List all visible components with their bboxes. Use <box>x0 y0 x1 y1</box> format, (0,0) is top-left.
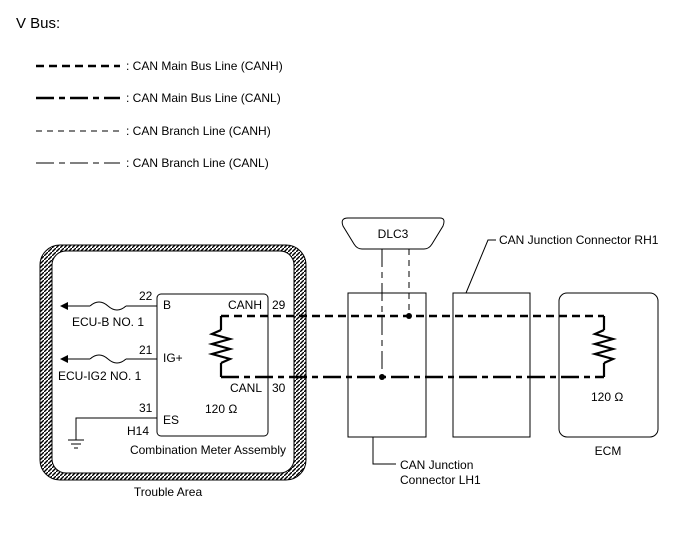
fuse-icon <box>89 354 127 364</box>
pin-21-number: 21 <box>139 343 153 357</box>
ecm-resistor-icon <box>590 316 618 377</box>
connector-h14-label: H14 <box>127 424 149 438</box>
ecm-resistor-value: 120 Ω <box>591 390 623 404</box>
pin-30-number: 30 <box>272 381 286 395</box>
meter-resistor-value: 120 Ω <box>205 402 237 416</box>
ecm-label: ECM <box>595 444 622 458</box>
junction-lh1-label-line1: CAN Junction <box>400 458 473 472</box>
pin-canl-label: CANL <box>230 381 262 395</box>
pin-22-number: 22 <box>139 289 153 303</box>
ecm-box <box>558 292 659 438</box>
ecu-b-fuse-line <box>60 301 157 311</box>
junction-dot <box>406 313 412 319</box>
ground-icon <box>68 417 157 449</box>
ecu-ig2-fuse-line <box>60 354 157 364</box>
rh1-callout-line <box>465 239 496 294</box>
meter-resistor-icon <box>207 316 235 377</box>
legend-label-branch-canh: : CAN Branch Line (CANH) <box>126 124 271 138</box>
fuse-ecu-ig2-label: ECU-IG2 NO. 1 <box>58 369 142 383</box>
legend: : CAN Main Bus Line (CANH) : CAN Main Bu… <box>36 59 283 170</box>
lh1-callout-line <box>372 437 396 465</box>
arrow-left-icon <box>60 355 68 363</box>
trouble-area-label: Trouble Area <box>134 485 203 499</box>
combination-meter-box <box>156 293 269 437</box>
pin-canh-label: CANH <box>228 298 262 312</box>
fuse-ecu-b-label: ECU-B NO. 1 <box>72 315 144 329</box>
pin-es-label: ES <box>163 413 179 427</box>
dlc3-connector <box>341 217 445 250</box>
pin-b-label: B <box>163 298 171 312</box>
legend-label-main-canl: : CAN Main Bus Line (CANL) <box>126 91 281 105</box>
arrow-left-icon <box>60 302 68 310</box>
fuse-icon <box>89 301 127 311</box>
pin-29-number: 29 <box>272 298 286 312</box>
diagram-title: V Bus: <box>16 15 60 32</box>
junction-connector-rh1-box <box>452 292 531 438</box>
junction-dot <box>379 374 385 380</box>
legend-label-branch-canl: : CAN Branch Line (CANL) <box>126 156 269 170</box>
pin-31-number: 31 <box>139 401 153 415</box>
pin-ig-label: IG+ <box>163 351 183 365</box>
junction-rh1-label: CAN Junction Connector RH1 <box>499 233 659 247</box>
combination-meter-label: Combination Meter Assembly <box>130 443 286 457</box>
trouble-area-border <box>39 244 307 481</box>
dlc3-label: DLC3 <box>378 227 409 241</box>
junction-lh1-label-line2: Connector LH1 <box>400 473 481 487</box>
junction-connector-lh1-box <box>347 292 427 438</box>
legend-label-main-canh: : CAN Main Bus Line (CANH) <box>126 59 283 73</box>
